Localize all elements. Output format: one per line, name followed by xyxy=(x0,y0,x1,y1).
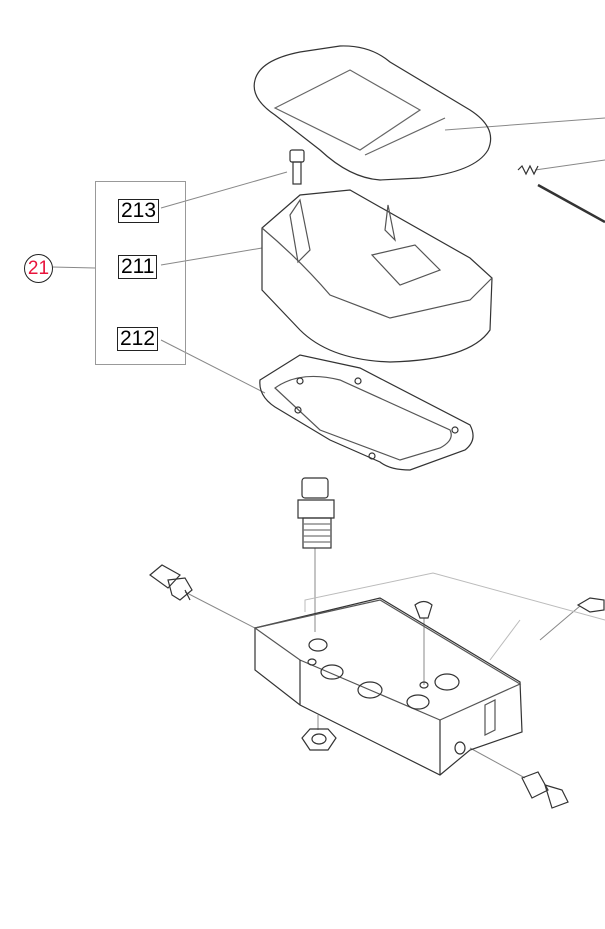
callout-212[interactable]: 212 xyxy=(117,327,159,351)
hex-nut xyxy=(301,728,337,751)
gasket-212 xyxy=(259,354,474,471)
left-fitting xyxy=(149,564,193,601)
spring xyxy=(517,164,605,224)
housing-211 xyxy=(261,189,493,363)
valve-block xyxy=(253,597,523,776)
plug xyxy=(414,600,433,619)
callout-211[interactable]: 211 xyxy=(118,255,158,279)
assembly-number-badge[interactable]: 21 xyxy=(24,254,53,283)
screw-213 xyxy=(289,149,305,185)
callout-213[interactable]: 213 xyxy=(118,199,160,223)
callout-group-box xyxy=(95,181,186,365)
center-fitting xyxy=(297,477,335,549)
right-fitting-upper xyxy=(576,597,605,613)
right-fitting-lower xyxy=(521,771,569,809)
leader-lines xyxy=(51,117,605,779)
cover-lid xyxy=(253,45,492,181)
